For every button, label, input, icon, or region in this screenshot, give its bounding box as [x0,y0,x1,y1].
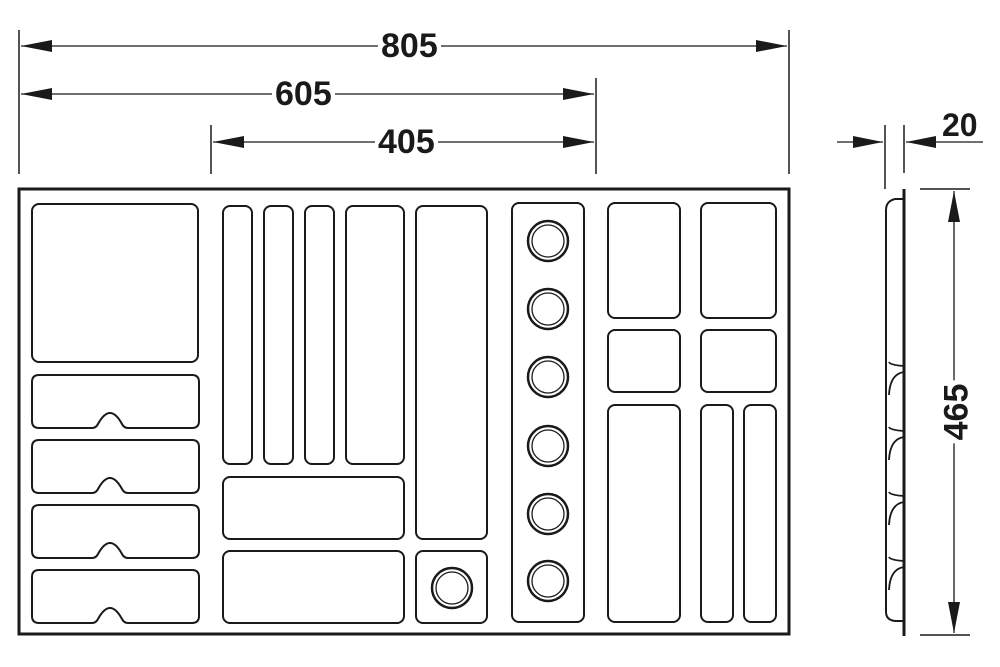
side-divider [888,371,905,396]
spice-holder-icon [526,287,570,331]
tray-horizontal-1 [222,476,405,540]
box-mid-right [700,329,777,393]
notched-tray-3 [31,504,200,559]
notched-tray-4 [31,569,200,624]
spice-holder-icon [526,559,570,603]
arrowhead-left-icon [21,40,52,52]
arrowhead-right-icon [756,40,787,52]
horizontal-trays [222,476,488,624]
arrowhead-right-icon [563,136,594,148]
side-divider [888,426,905,432]
vertical-slots [222,205,488,540]
spice-holder-icon [526,492,570,536]
side-divider [888,556,905,562]
dimension-label-405: 405 [375,125,438,159]
side-view [837,125,983,636]
tray-horizontal-2 [222,550,405,624]
side-divider [888,501,905,526]
box-top-right [700,202,777,319]
arrowhead-down-icon [948,602,960,633]
spice-single-box [415,550,488,624]
side-divider [888,566,905,591]
slot-narrow-1 [222,205,253,465]
arrowhead-left-icon [213,136,244,148]
arrowhead-left-icon [906,136,936,148]
compartment-large-square [31,203,199,363]
side-profile-outline [885,198,904,622]
arrowhead-up-icon [948,191,960,222]
box-tall-left [607,404,681,623]
dimension-label-20: 20 [942,107,978,143]
spice-holder-icon [526,219,570,263]
slot-wide [415,205,488,540]
spice-holder-icon [526,424,570,468]
slot-medium [345,205,405,465]
right-boxes [607,202,777,623]
spice-holder-icon [526,355,570,399]
tray-outline [17,187,791,636]
dimension-label-605: 605 [272,77,335,111]
spice-holders [430,219,570,610]
spice-column [511,202,585,623]
dimension-label-465: 465 [937,380,975,444]
slot-right-2 [743,404,777,623]
side-divider [888,361,905,367]
top-view [17,187,791,636]
side-divider [888,491,905,497]
arrowhead-left-icon [21,88,52,100]
dimension-label-805: 805 [378,29,441,63]
box-top-left [607,202,681,319]
slot-narrow-3 [304,205,335,465]
arrowhead-right-icon [563,88,594,100]
side-divider [888,436,905,461]
arrowhead-right-icon [853,136,883,148]
slot-right-1 [700,404,734,623]
notched-tray-2 [31,439,200,494]
spice-holder-icon [430,566,474,610]
box-mid-left [607,329,681,393]
notched-tray-1 [31,374,200,429]
notched-trays [31,374,200,624]
slot-narrow-2 [263,205,294,465]
